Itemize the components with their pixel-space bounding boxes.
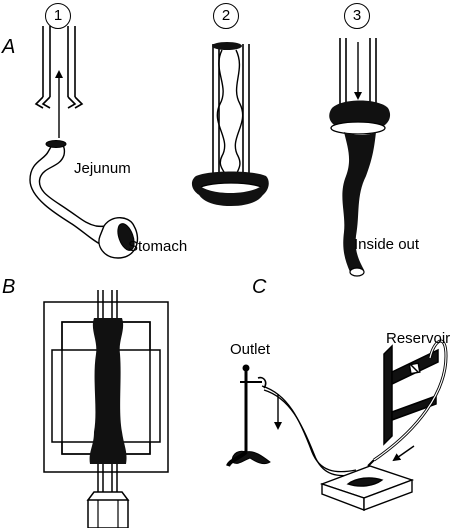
perfusion-chamber	[319, 465, 415, 512]
step2-tissue	[191, 42, 269, 206]
label-outlet: Outlet	[230, 341, 271, 358]
outlet-stand	[226, 364, 271, 467]
label-jejunum: Jejunum	[74, 160, 131, 177]
step-marker-1: 1	[45, 3, 71, 29]
inside-out-tissue	[329, 100, 391, 277]
label-stomach: Stomach	[128, 238, 188, 255]
panel-label-a: A	[2, 36, 16, 58]
reservoir-tubing	[367, 339, 448, 467]
step-marker-2: 2	[213, 3, 239, 29]
step1-rod	[34, 26, 84, 109]
panel-b-connector	[86, 491, 130, 528]
inflow-arrow	[392, 445, 415, 462]
everted-segment	[89, 318, 127, 464]
outlet-tubing	[261, 385, 357, 473]
reservoir-stand	[383, 344, 439, 446]
label-reservoir: Reservoir	[386, 330, 451, 347]
stomach-tissue	[98, 217, 139, 259]
label-inside-out: Inside out	[354, 236, 420, 253]
panel-label-b: B	[2, 276, 16, 298]
step-marker-3: 3	[344, 3, 370, 29]
panel-label-c: C	[252, 276, 267, 298]
